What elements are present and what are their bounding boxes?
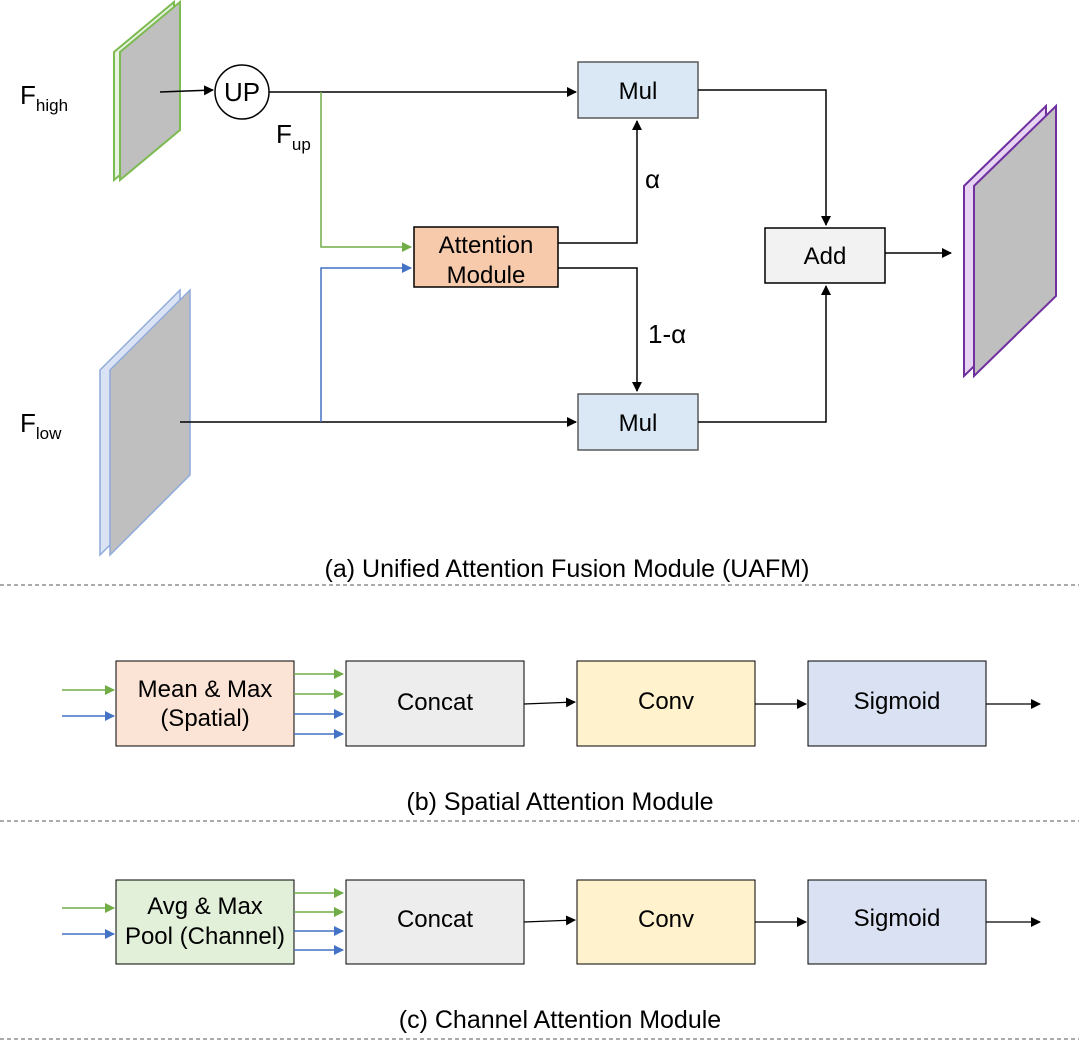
arrow-mul-bottom-to-add [698,285,831,423]
channel-conv-block [576,879,756,965]
spatial-pool-block [115,660,295,747]
spatial-caption: (b) Spatial Attention Module [406,788,713,816]
channel-pool-label-line2: Pool (Channel) [125,923,285,950]
spatial-concat-to-conv-arrow [523,697,576,708]
spatial-concat-label: Concat [397,689,473,716]
mul-bottom-label: Mul [619,410,658,437]
attention-module-block [413,226,559,288]
f-high-feature-map [113,0,181,183]
f-up-label: Fup [276,119,311,154]
arrow-fhigh-to-up [159,85,214,96]
one-minus-alpha-label: 1-α [648,319,686,349]
uafm-caption: (a) Unified Attention Fusion Module (UAF… [325,555,810,583]
arrow-alpha-to-mul-top [558,120,642,244]
arrow-one-minus-alpha-to-mul-bottom [558,267,642,392]
spatial-sigmoid-block [807,660,987,747]
spatial-pool-label-line2: (Spatial) [160,705,249,732]
uafm-section: Fhigh Flow UP Fup Mul Mul Attention Modu… [20,0,1057,583]
mul-top-block [577,61,699,119]
add-label: Add [804,243,847,270]
spatial-attention-section: Mean & Max (Spatial) Concat Conv Sigmoid… [62,660,1041,816]
spatial-sigmoid-label: Sigmoid [854,688,941,715]
spatial-concat-block [345,660,525,747]
arrow-fup-to-attention [320,92,412,252]
up-label: UP [224,77,260,107]
alpha-label: α [645,164,660,194]
channel-pool-block [115,879,295,965]
channel-sigmoid-block [807,879,987,965]
f-high-label: Fhigh [20,80,68,115]
spatial-conv-label: Conv [638,688,694,715]
channel-concat-label: Concat [397,906,473,933]
spatial-pool-label-line1: Mean & Max [138,676,273,703]
channel-caption: (c) Channel Attention Module [399,1006,721,1034]
f-low-label: Flow [20,408,62,443]
f-low-feature-map [99,288,191,557]
attention-module-label-line2: Module [447,262,526,289]
channel-attention-section: Avg & Max Pool (Channel) Concat Conv Sig… [62,879,1041,1034]
channel-conv-label: Conv [638,906,694,933]
channel-sigmoid-label: Sigmoid [854,905,941,932]
channel-concat-to-conv-arrow [523,915,576,926]
attention-module-label-line1: Attention [439,232,534,259]
channel-concat-block [345,879,525,965]
spatial-conv-block [576,660,756,747]
channel-pool-label-line1: Avg & Max [147,893,263,920]
mul-top-label: Mul [619,78,658,105]
add-block [764,227,886,284]
output-feature-map [963,103,1057,379]
arrow-mul-top-to-add [698,89,831,226]
arrow-flow-to-attention [320,263,412,422]
